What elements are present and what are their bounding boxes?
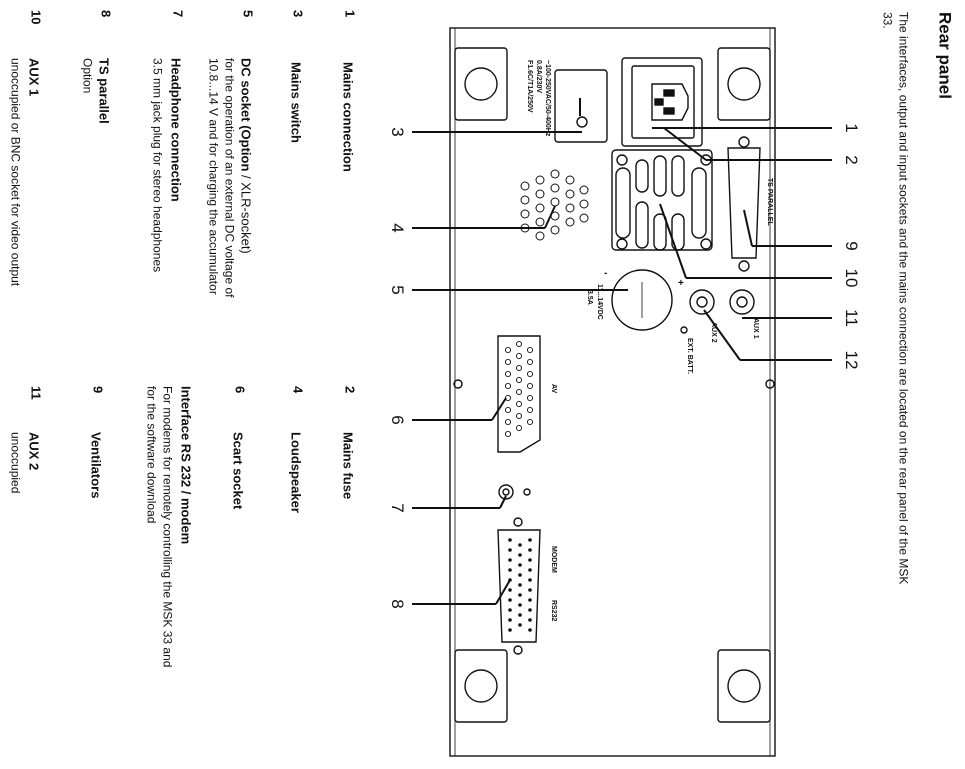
callout-8: 8 (388, 599, 407, 608)
mains-connector (621, 57, 703, 147)
label-ext-batt: EXT. BATT. (686, 338, 693, 374)
legend-num-1: 1 (342, 10, 358, 18)
scart-socket (497, 335, 541, 453)
foot-bottom-right (717, 649, 771, 723)
legend-title-4: Loudspeaker (288, 432, 304, 513)
legend-num-10: 10 (28, 10, 44, 25)
legend-num-5: 5 (240, 10, 256, 18)
ventilators (611, 149, 713, 251)
label-dc-plus: + (678, 278, 684, 289)
legend-title-10: AUX 1 (26, 58, 42, 97)
legend-num-9: 9 (90, 386, 106, 394)
label-aux1: AUX 1 (752, 318, 759, 339)
legend-num-6: 6 (232, 386, 248, 394)
legend-num-11: 11 (28, 386, 44, 400)
label-dc-2: 3.5A (586, 290, 593, 305)
callout-7: 7 (388, 503, 407, 512)
legend-num-7: 7 (170, 10, 186, 18)
legend-desc-5-line2: 10.8...14 V and for charging the accumul… (206, 58, 221, 295)
label-rs232: RS232 (550, 600, 557, 622)
callout-4: 4 (388, 223, 407, 232)
page-title: Rear panel (935, 12, 955, 99)
legend-num-8: 8 (98, 10, 114, 18)
legend-num-3: 3 (290, 10, 306, 18)
intro-text-line1: The interfaces, output and input sockets… (896, 12, 911, 585)
loudspeaker-grille (520, 169, 589, 241)
callout-6: 6 (388, 415, 407, 424)
legend-title-11: AUX 2 (26, 432, 42, 471)
mains-switch (554, 69, 608, 143)
callout-5: 5 (388, 285, 407, 294)
legend-desc-7-line1: 3.5 mm jack plug for stereo headphones (150, 58, 165, 273)
headphone-socket (498, 484, 514, 500)
legend-num-2: 2 (342, 386, 358, 394)
label-mains-rating-2: 0.8A/230V (535, 60, 542, 93)
label-dc-minus: - (604, 268, 607, 279)
legend-title-9: Ventilators (88, 432, 104, 499)
legend-desc-11-line1: unoccupied (8, 432, 23, 494)
label-mains-rating-3: F1.6C/T1A/250V (526, 60, 533, 113)
callout-2: 2 (842, 155, 861, 164)
legend-title-1: Mains connection (340, 62, 356, 172)
legend-desc-6-line2: for the software download (144, 386, 159, 524)
legend-num-4: 4 (290, 386, 306, 394)
aux2-socket (689, 289, 715, 315)
legend-title-2: Mains fuse (340, 432, 356, 500)
label-ts-parallel: TS PARALLEL (766, 178, 773, 226)
foot-top-right (717, 47, 771, 121)
legend-title-5-bold: DC socket (Option (238, 58, 254, 172)
label-av: AV (550, 384, 557, 394)
dc-socket (611, 269, 673, 331)
callout-11: 11 (842, 309, 861, 327)
legend-desc-10-line1: unoccupied or BNC socket for video outpu… (8, 58, 23, 287)
legend-title-8: TS parallel (96, 58, 112, 124)
legend-desc-6-line1: For modems for remotely controlling the … (160, 386, 175, 668)
callout-3: 3 (388, 127, 407, 136)
legend-title-5-rest: / XLR-socket) (238, 171, 254, 254)
legend-desc-8-line1: Option (80, 58, 95, 94)
label-aux2: AUX 2 (710, 322, 717, 343)
legend-desc-5-line1: for the operation of an external DC volt… (222, 58, 237, 298)
legend-title-7: Headphone connection (168, 58, 184, 202)
ts-parallel-socket (727, 147, 761, 259)
callout-10: 10 (842, 269, 861, 288)
modem-socket (497, 529, 541, 643)
legend-subtitle-6: Interface RS 232 / modem (178, 386, 194, 545)
panel-outline (449, 27, 776, 757)
legend-title-5: DC socket (Option / XLR-socket) (238, 58, 254, 254)
aux1-socket (729, 289, 755, 315)
intro-text-line2: 33. (880, 12, 895, 29)
legend-title-6: Scart socket (230, 432, 246, 510)
callout-9: 9 (842, 241, 861, 250)
legend-title-3: Mains switch (288, 62, 304, 143)
callout-12: 12 (842, 351, 861, 370)
callout-1: 1 (842, 123, 861, 132)
label-mains-rating-1: ~100-250VAC/50-400Hz (544, 60, 551, 137)
label-dc-1: 11...14VDC (596, 284, 603, 320)
foot-bottom-left (454, 649, 508, 723)
label-modem: MODEM (550, 546, 557, 573)
foot-top-left (454, 47, 508, 121)
